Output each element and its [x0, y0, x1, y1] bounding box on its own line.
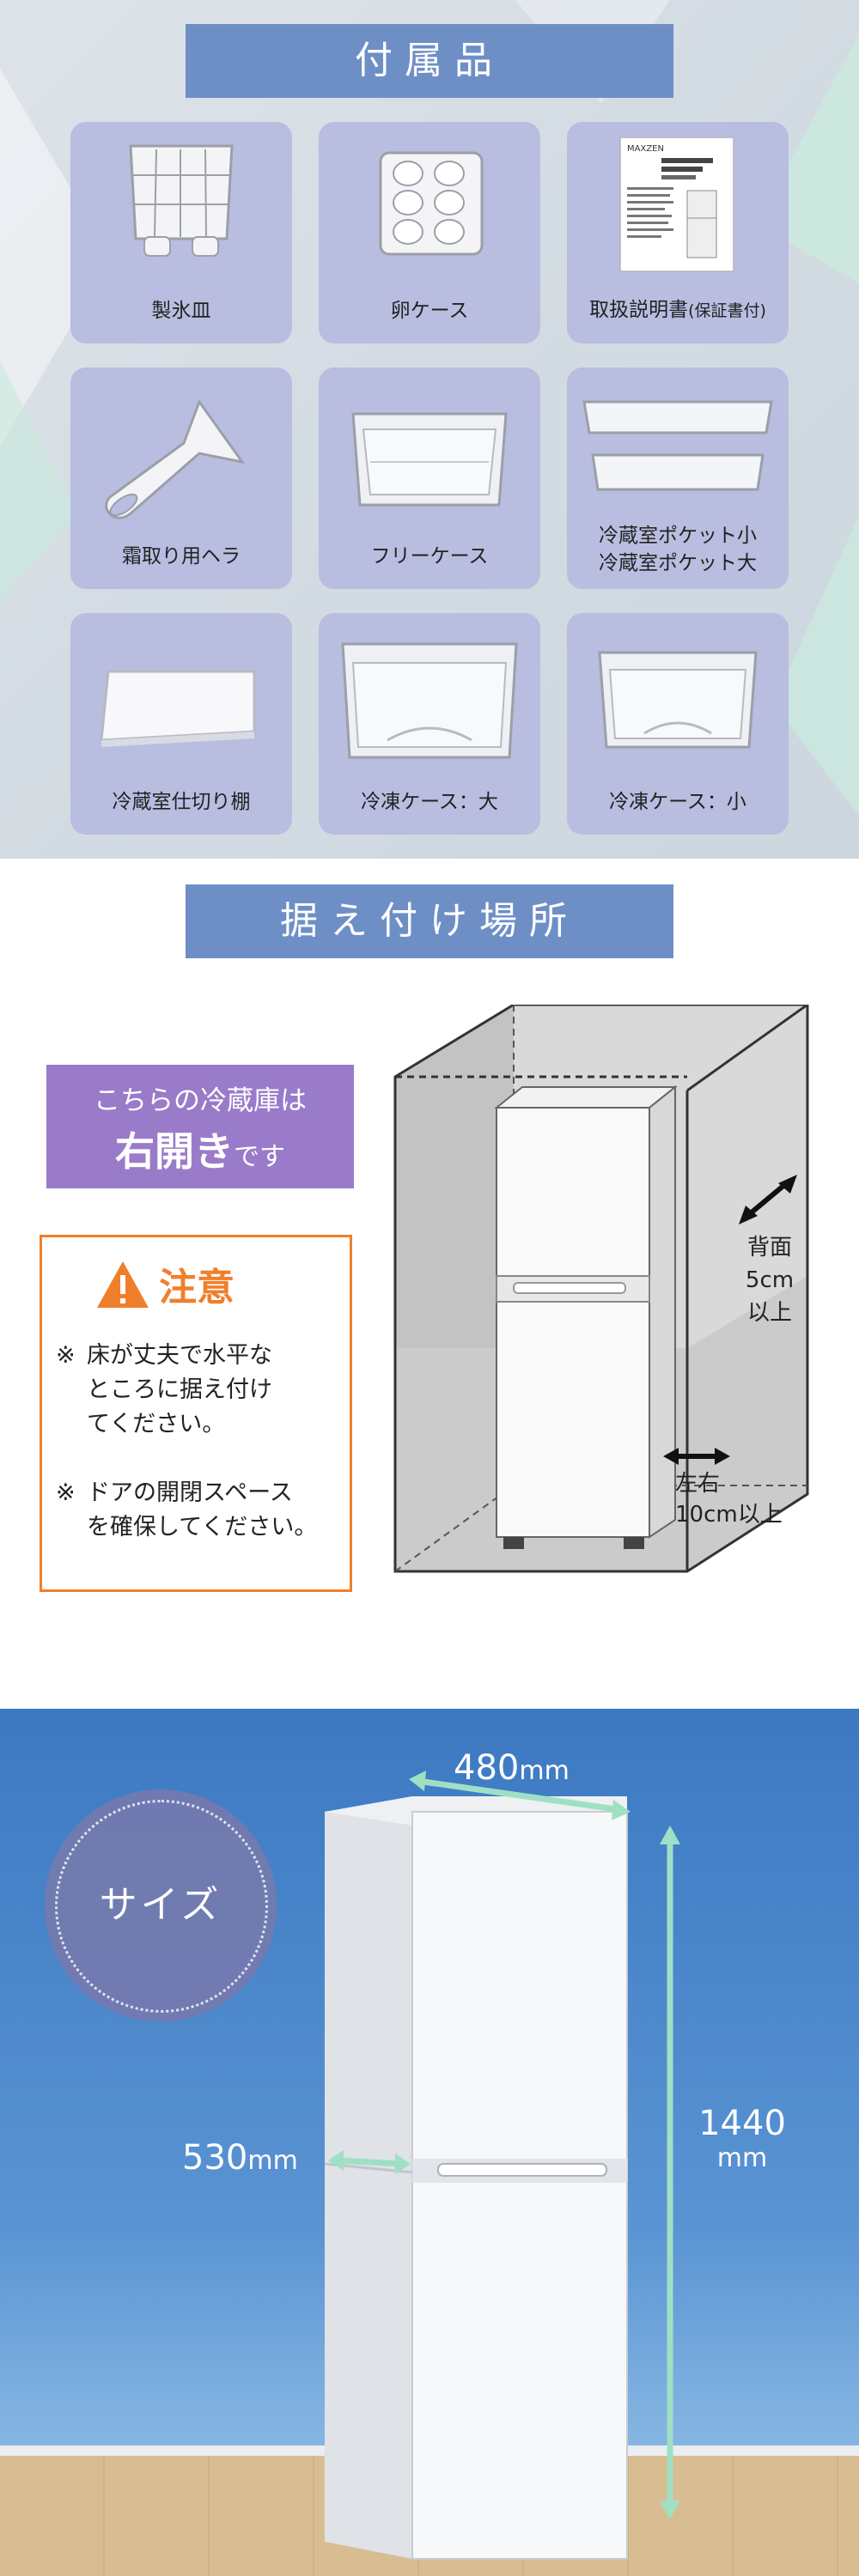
door-pocket-icon — [582, 400, 773, 491]
door-note-line1: こちらの冷蔵庫は — [94, 1085, 307, 1116]
accessory-card-door-pockets: 冷蔵室ポケット小 冷蔵室ポケット大 — [567, 368, 789, 589]
installation-section: 据え付け場所 こちらの冷蔵庫は 右開きです 注意 ※ 床が丈夫で水平な ところに… — [0, 859, 859, 1717]
note-mark: ※ — [56, 1342, 76, 1369]
accessory-label: 冷蔵室仕切り棚 — [112, 791, 251, 813]
size-badge-ring — [55, 1800, 268, 2013]
height-dimension: 1440 mm — [698, 2104, 786, 2173]
accessory-card-manual: MAXZEN 取扱説明書(保証書付) — [567, 122, 789, 343]
manual-brand: MAXZEN — [627, 144, 664, 154]
accessory-card-ice-tray: 製氷皿 — [70, 122, 292, 343]
size-badge-label: サイズ — [99, 1883, 222, 1927]
egg-case-icon — [379, 151, 484, 256]
freezer-case-small-icon — [598, 651, 758, 749]
accessory-label: 冷凍ケース：小 — [609, 791, 746, 813]
dimension-arrows — [328, 1771, 680, 2519]
shelf-icon — [100, 670, 256, 747]
size-section: サイズ 480mm 530mm 1440 mm — [0, 1709, 859, 2576]
installation-title: 据え付け場所 — [186, 884, 673, 958]
accessory-card-egg-case: 卵ケース — [319, 122, 540, 343]
accessory-card-free-case: フリーケース — [319, 368, 540, 589]
accessory-label: 霜取り用ヘラ — [122, 545, 241, 568]
accessory-label: 卵ケース — [390, 300, 469, 322]
side-clearance-label: 左右 10cm以上 — [675, 1471, 783, 1528]
freezer-case-large-icon — [341, 642, 518, 759]
depth-dimension: 530mm — [182, 2138, 298, 2178]
accessories-section: 付属品 製氷皿 卵ケース MAXZEN — [0, 0, 859, 859]
ice-tray-icon — [129, 144, 234, 257]
accessory-card-shelf: 冷蔵室仕切り棚 — [70, 613, 292, 835]
warning-icon — [97, 1261, 149, 1308]
caution-title: 注意 — [159, 1266, 235, 1309]
door-note-small: です — [234, 1142, 285, 1172]
note-mark: ※ — [56, 1479, 76, 1506]
accessory-card-freezer-case-small: 冷凍ケース：小 — [567, 613, 789, 835]
note-text: 床が丈夫で水平な ところに据え付け てください。 — [87, 1342, 272, 1437]
refrigerator-image — [324, 1796, 628, 2560]
accessory-label: 冷凍ケース：大 — [361, 791, 498, 813]
door-direction-note: こちらの冷蔵庫は 右開きです — [46, 1065, 354, 1188]
back-clearance-label: 背面 5cm 以上 — [745, 1235, 795, 1326]
accessory-label: フリーケース — [370, 545, 489, 568]
accessory-label: 冷蔵室ポケット小 冷蔵室ポケット大 — [599, 525, 757, 574]
door-note-big: 右開き — [115, 1128, 234, 1175]
installation-diagram — [393, 1005, 809, 1573]
note-text: ドアの開閉スペース を確保してください。 — [87, 1479, 318, 1540]
accessory-card-freezer-case-large: 冷凍ケース：大 — [319, 613, 540, 835]
accessories-title: 付属品 — [186, 24, 673, 98]
free-case-icon — [351, 412, 508, 507]
scraper-icon — [105, 398, 246, 519]
accessory-label: 製氷皿 — [151, 300, 211, 322]
width-dimension: 480mm — [454, 1748, 570, 1788]
manual-icon: MAXZEN — [619, 137, 734, 272]
accessory-card-defrost-scraper: 霜取り用ヘラ — [70, 368, 292, 589]
caution-box: 注意 ※ 床が丈夫で水平な ところに据え付け てください。 ※ ドアの開閉スペー… — [40, 1235, 352, 1592]
accessory-label: 取扱説明書(保証書付) — [589, 299, 766, 321]
